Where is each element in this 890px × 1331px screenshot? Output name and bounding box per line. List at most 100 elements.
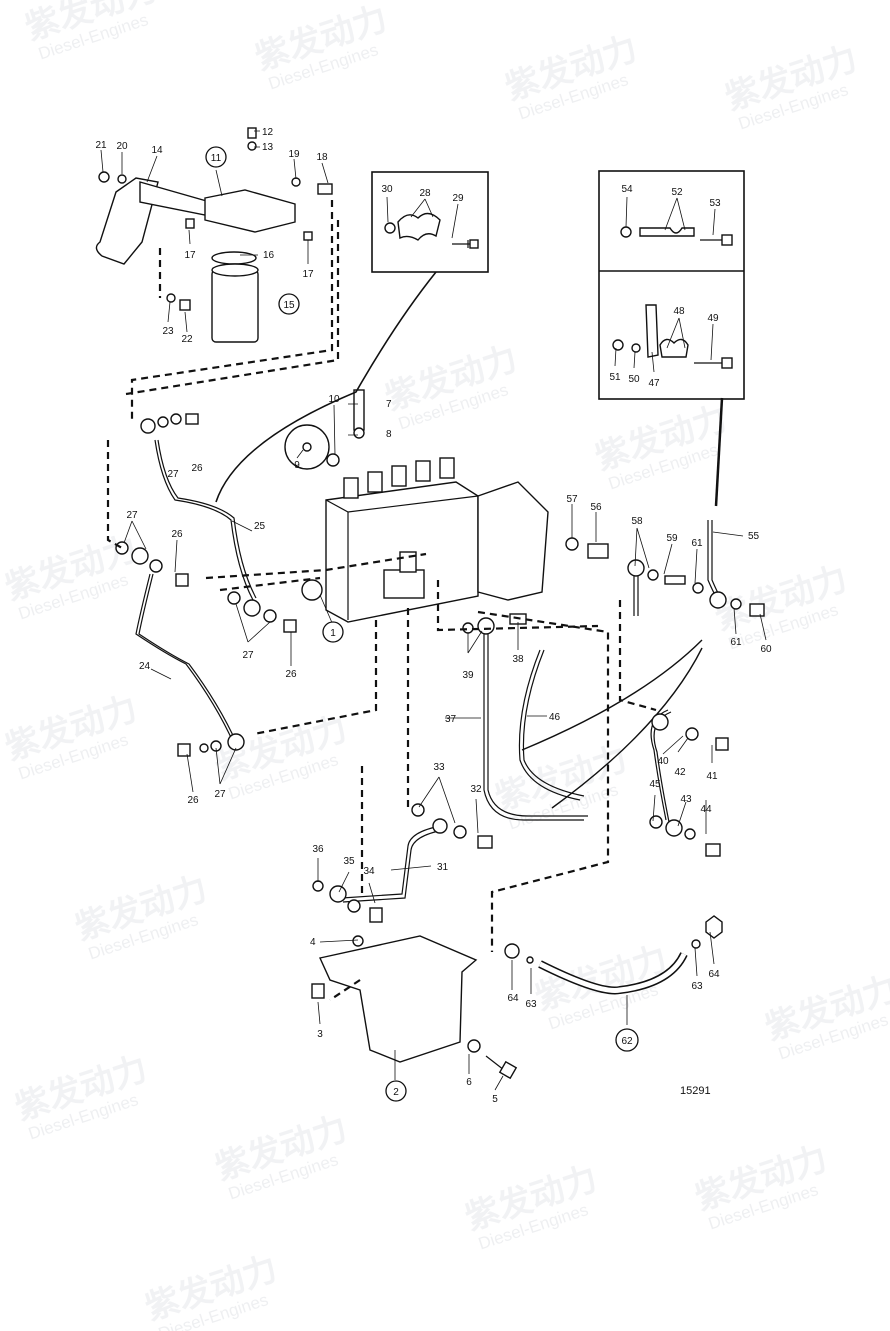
part-label: 63 [691, 981, 703, 992]
part-label: 42 [674, 767, 686, 778]
part-label: 4 [310, 937, 316, 948]
svg-text:15: 15 [283, 300, 295, 311]
part-label: 19 [288, 149, 300, 160]
part-label: 26 [285, 669, 297, 680]
part-label: 7 [386, 399, 392, 410]
part-label: 22 [181, 334, 193, 345]
part-label: 25 [254, 521, 266, 532]
inset-box-clamp-28-30 [371, 171, 489, 273]
part-labels: 21 20 14 12 1 3 19 18 17 16 17 23 22 30 2… [95, 127, 772, 1105]
part-label: 60 [760, 644, 772, 655]
part-label: 17 [184, 250, 196, 261]
part-label: 44 [700, 804, 712, 815]
part-label: 5 [492, 1094, 498, 1105]
part-label: 21 [95, 140, 107, 151]
fuel-filter-assembly [95, 127, 333, 343]
callout-15: 15 [278, 293, 300, 315]
part-label: 26 [171, 529, 183, 540]
part-label: 38 [512, 654, 524, 665]
part-label: 52 [671, 187, 683, 198]
part-label: 32 [470, 784, 482, 795]
part-label: 23 [162, 326, 174, 337]
part-label: 47 [648, 378, 660, 389]
part-label: 63 [525, 999, 537, 1010]
part-label: 28 [419, 188, 431, 199]
part-label: 46 [549, 712, 561, 723]
part-label: 43 [680, 794, 692, 805]
part-label: 18 [316, 152, 328, 163]
part-label: 27 [242, 650, 254, 661]
part-label: 35 [343, 856, 355, 867]
part-label: 40 [657, 756, 669, 767]
part-label: 50 [628, 374, 640, 385]
part-label: 45 [649, 779, 661, 790]
svg-text:2: 2 [393, 1087, 399, 1098]
callout-11: 11 [205, 146, 227, 168]
part-label: 58 [631, 516, 643, 527]
part-label: 64 [708, 969, 720, 980]
part-label: 49 [707, 313, 719, 324]
part-label: 41 [706, 771, 718, 782]
callout-2: 2 [385, 1080, 407, 1102]
svg-text:1: 1 [330, 628, 336, 639]
part-label: 16 [263, 250, 275, 261]
part-label: 26 [187, 795, 199, 806]
part-label: 27 [126, 510, 138, 521]
part-label: 56 [590, 502, 602, 513]
part-label: 12 [262, 127, 274, 138]
part-label: 61 [730, 637, 742, 648]
part-label: 3 [317, 1029, 323, 1040]
part-label: 20 [116, 141, 128, 152]
part-label: 55 [748, 531, 760, 542]
part-label: 33 [433, 762, 445, 773]
part-label: 10 [328, 394, 340, 405]
svg-text:62: 62 [621, 1036, 633, 1047]
fuel-pipes [135, 271, 724, 903]
part-label: 59 [666, 533, 678, 544]
part-label: 27 [167, 469, 179, 480]
inset-box-clamps-47-54 [598, 170, 745, 400]
svg-text:11: 11 [211, 153, 222, 164]
part-label: 8 [386, 429, 392, 440]
part-label: 53 [709, 198, 721, 209]
part-label: 57 [566, 494, 578, 505]
part-label: 64 [507, 993, 519, 1004]
part-label: 31 [437, 862, 449, 873]
pump-bracket [311, 935, 518, 1080]
circled-callouts: 11 15 1 2 62 [205, 146, 639, 1102]
part-label: 37 [445, 714, 457, 725]
part-label: 36 [312, 844, 324, 855]
part-label: 6 [466, 1077, 472, 1088]
part-label: 27 [214, 789, 226, 800]
part-label: 30 [381, 184, 393, 195]
part-label: 9 [294, 460, 300, 471]
part-label: 29 [452, 193, 464, 204]
pump-delivery-valves [343, 457, 455, 499]
part-label: 51 [609, 372, 621, 383]
part-label: 54 [621, 184, 633, 195]
part-label: 17 [302, 269, 314, 280]
part-label: 24 [139, 661, 151, 672]
part-label: 61 [691, 538, 703, 549]
connection-lines [106, 200, 657, 1001]
figure-number: 15291 [680, 1085, 711, 1097]
part-label: 48 [673, 306, 685, 317]
flexible-hose-62 [504, 915, 723, 995]
leader-lines [100, 130, 767, 1091]
part-label: 14 [151, 145, 163, 156]
